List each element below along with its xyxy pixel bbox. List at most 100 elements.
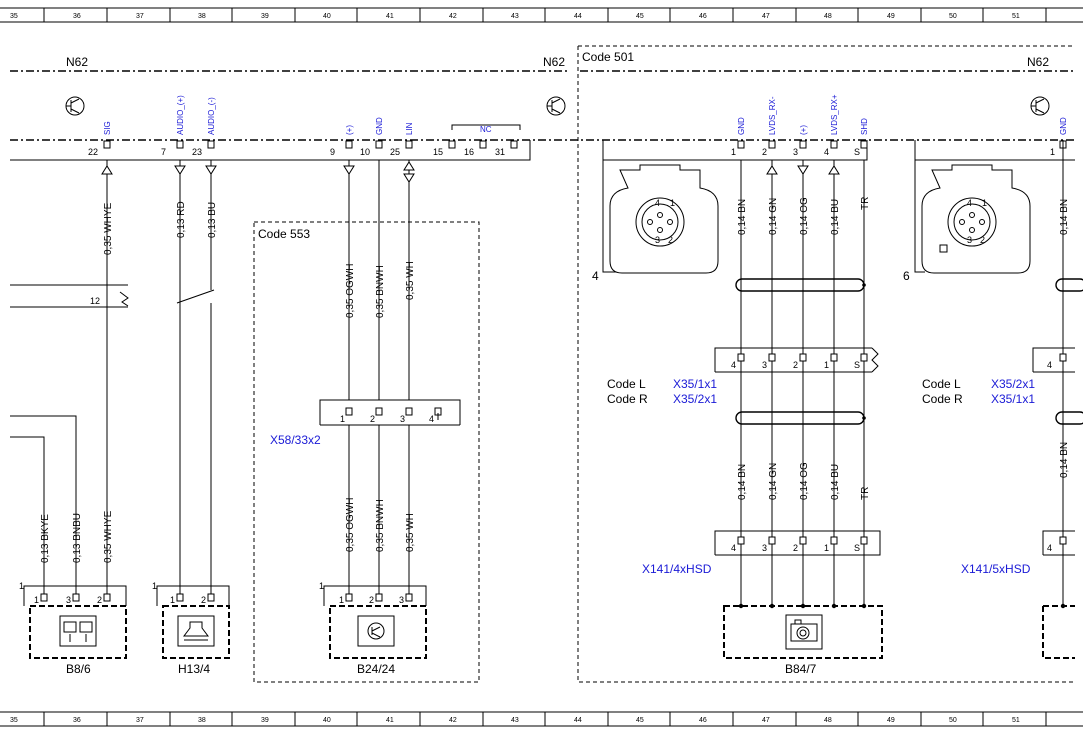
ruler-cell: 40: [323, 717, 331, 724]
shield-pin: 12: [90, 296, 100, 306]
pin-number: 23: [192, 147, 202, 157]
code-501-label: Code 501: [582, 50, 634, 64]
wire-label: 0,35 WH: [405, 261, 416, 300]
wire-label: 0,14 BN: [737, 464, 748, 500]
wire-label: 0,35 BNWH: [375, 265, 386, 318]
x141-pin: S: [854, 543, 860, 553]
ruler-cell: 42: [449, 13, 457, 20]
camera-dots: [738, 603, 1066, 609]
twist-top: [735, 278, 865, 292]
component-name: B24/24: [357, 662, 395, 676]
pin-number: 31: [495, 147, 505, 157]
ruler-cell: 36: [73, 13, 81, 20]
ruler-cell: 35: [10, 717, 18, 724]
pin-signal: LVDS_RX-: [768, 96, 777, 135]
ruler-cell: 35: [10, 13, 18, 20]
x35-pin: 2: [793, 360, 798, 370]
ruler-cell: 41: [386, 13, 394, 20]
x35-connector-right: [1032, 347, 1075, 373]
pin-signal: GND: [737, 117, 746, 135]
twist-right-top: [1055, 278, 1083, 292]
component-pin: 3: [399, 595, 404, 605]
ruler-cell: 46: [699, 13, 707, 20]
component-pin: 1: [34, 595, 39, 605]
pin-signal: SIG: [103, 121, 112, 135]
socket-pin: 2: [980, 235, 985, 245]
ruler-cell: 48: [824, 717, 832, 724]
x35-connector: [714, 347, 872, 373]
connector-x58: [319, 399, 461, 426]
pin-number: 3: [793, 147, 798, 157]
ruler-cell: 41: [386, 717, 394, 724]
wire-label: 0,14 OG: [799, 197, 810, 235]
socket-pin: 4: [967, 198, 972, 208]
pin-number: 2: [762, 147, 767, 157]
x141-label-right: X141/5xHSD: [961, 562, 1031, 576]
camera-wire-labels: 0,14 BN0,14 BN0,14 GN0,14 GN0,14 OG0,14 …: [737, 197, 1070, 500]
coding-left-val-r: X35/2x1: [673, 392, 717, 406]
twist-right-mid: [1055, 411, 1083, 425]
component-corner: 1: [152, 581, 157, 591]
socket-label-right: 6: [903, 269, 910, 283]
ruler-cell: 43: [511, 13, 519, 20]
ground-symbol-left: [65, 96, 85, 116]
pin-number: 16: [464, 147, 474, 157]
ruler-cell: 40: [323, 13, 331, 20]
wire-label: 0,14 BN: [1059, 442, 1070, 478]
shield-end: [119, 291, 129, 307]
pin-signal: (+): [799, 125, 808, 135]
component-corner: 1: [19, 581, 24, 591]
x35-pin: 4: [731, 360, 736, 370]
x35-pin: 4: [1047, 360, 1052, 370]
pin-signal: AUDIO_(+): [176, 95, 185, 135]
ground-symbol-center: [546, 96, 566, 116]
x141-connector-right: [1042, 530, 1075, 556]
pin-number: 1: [731, 147, 736, 157]
x35-pin: S: [854, 360, 860, 370]
component-pin: 3: [66, 595, 71, 605]
ruler-cell: 43: [511, 717, 519, 724]
ruler-cell: 45: [636, 13, 644, 20]
module-label-center: N62: [543, 55, 565, 69]
socket-pin: 1: [982, 198, 987, 208]
twist-mid: [735, 411, 865, 425]
x141-pin: 3: [762, 543, 767, 553]
x141-pin: 4: [731, 543, 736, 553]
pin-number: 25: [390, 147, 400, 157]
ruler-cell: 44: [574, 717, 582, 724]
x58-pin: 4: [429, 414, 434, 424]
coding-right-val-r: X35/1x1: [991, 392, 1035, 406]
ruler-cell: 37: [136, 717, 144, 724]
component-pin: 2: [97, 595, 102, 605]
wires-x58-bottom: [348, 425, 410, 598]
ruler-cell: 49: [887, 717, 895, 724]
wires-left-top: [106, 160, 410, 598]
ruler-cell: 49: [887, 13, 895, 20]
wire-label: 0,13 BKYE: [40, 514, 51, 563]
ruler-cell: 50: [949, 717, 957, 724]
component-name: H13/4: [178, 662, 210, 676]
x141-pin: 2: [793, 543, 798, 553]
x58-pin: 3: [400, 414, 405, 424]
nc-label: NC: [480, 125, 492, 134]
connector-bar-cam: [602, 140, 620, 273]
wire-label: 0,14 BU: [830, 199, 841, 235]
code-501-frame: [577, 45, 1075, 683]
wire-label: 0,14 BN: [1059, 199, 1070, 235]
coding-right-l: Code L: [922, 377, 961, 391]
wire-label: 0,14 GN: [768, 198, 779, 235]
pin-number: S: [854, 147, 860, 157]
component-pin: 1: [170, 595, 175, 605]
nc-bracket: [451, 124, 521, 130]
x58-pin: 1: [340, 414, 345, 424]
coding-left-r: Code R: [607, 392, 648, 406]
ruler-cell: 38: [198, 13, 206, 20]
socket-pin: 4: [655, 198, 660, 208]
